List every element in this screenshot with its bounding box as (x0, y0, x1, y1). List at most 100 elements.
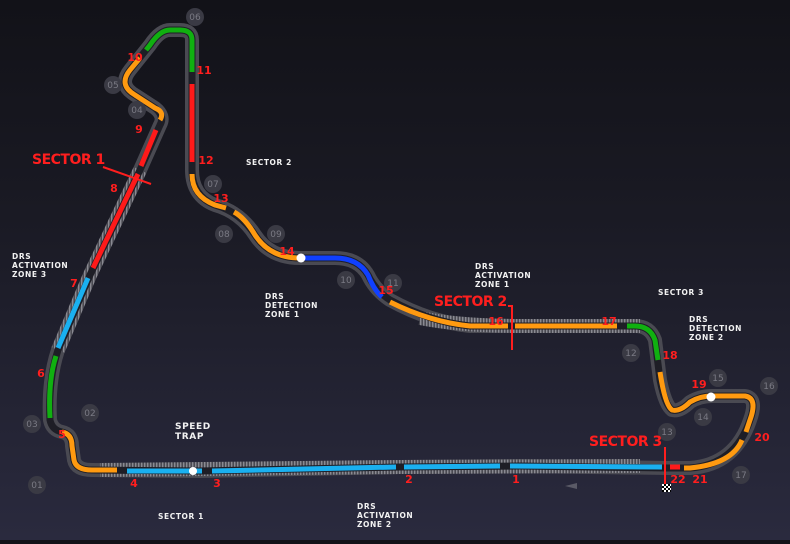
sector-1-zone-label: SECTOR 1 (158, 512, 204, 521)
corner-badge-text: 13 (661, 428, 672, 438)
corner-badge-text: 14 (697, 413, 709, 423)
corner-badge-text: 07 (207, 180, 218, 190)
corner-badge-text: 08 (218, 230, 230, 240)
finish-flag-icon (662, 484, 671, 492)
segment-cyan-t7 (55, 277, 91, 349)
segment-cyan-main-2 (403, 463, 501, 470)
corner-badge-circle (384, 274, 402, 292)
corner-badge-text: 09 (270, 230, 282, 240)
turn-number-13: 13 (213, 192, 228, 205)
turn-number-18: 18 (662, 349, 677, 362)
drs-activation-zone-1-label: DRS ACTIVATION ZONE 1 (475, 262, 532, 289)
turn-number-16: 16 (488, 315, 504, 328)
turn-number-2: 2 (405, 473, 413, 486)
corner-badge-circle (28, 476, 46, 494)
sector-2-title: SECTOR 2 (434, 294, 507, 310)
drs-activation-zone-2-label: DRS ACTIVATION ZONE 2 (357, 502, 414, 529)
sector-2-line (508, 305, 513, 350)
corner-badge-12: 12 (622, 344, 640, 362)
drs-activation-zone-3-label: DRS ACTIVATION ZONE 3 (12, 252, 69, 279)
corner-badge-13: 13 (658, 423, 676, 441)
sector-1-title: SECTOR 1 (32, 152, 105, 168)
corner-badge-text: 16 (763, 382, 775, 392)
segment-red-t9 (138, 129, 159, 167)
corner-badge-circle (760, 377, 778, 395)
corner-badge-circle (658, 423, 676, 441)
corner-badge-circle (23, 415, 41, 433)
direction-arrow-icon (565, 483, 577, 489)
segment-green-t18 (627, 323, 661, 361)
corner-badge-06: 06 (186, 8, 204, 26)
track-outline (42, 23, 761, 478)
segment-cyan-main-3 (211, 464, 397, 474)
turn-number-5: 5 (58, 428, 66, 441)
segment-orange-t10 (122, 56, 165, 122)
corner-badge-circle (709, 369, 727, 387)
corner-badge-text: 05 (107, 81, 118, 91)
corner-badge-05: 05 (104, 76, 122, 94)
turn-number-20: 20 (754, 431, 770, 444)
drs-detection-zone-1-label: DRS DETECTION ZONE 1 (265, 292, 319, 319)
corner-badge-text: 01 (31, 481, 42, 491)
corner-badge-circle (215, 225, 233, 243)
corner-badge-circle (81, 404, 99, 422)
turn-number-22: 22 (670, 473, 685, 486)
turn-number-8: 8 (110, 182, 118, 195)
turn-number-12: 12 (198, 154, 213, 167)
drs-detection-1-dot (296, 253, 306, 263)
corner-badge-text: 11 (387, 279, 398, 289)
corner-badge-02: 02 (81, 404, 99, 422)
turn-number-21: 21 (692, 473, 707, 486)
speed-trap-dot (189, 467, 197, 475)
sector-2-zone-label: SECTOR 2 (246, 158, 292, 167)
corner-badge-17: 17 (732, 466, 750, 484)
track-core (46, 26, 757, 475)
corner-badge-circle (128, 101, 146, 119)
turn-number-6: 6 (37, 367, 45, 380)
segment-orange-t21 (684, 438, 745, 471)
turn-number-14: 14 (279, 245, 295, 258)
corner-badge-01: 01 (28, 476, 46, 494)
corner-badge-14: 14 (694, 408, 712, 426)
segment-orange-t5 (61, 429, 117, 473)
corner-badge-16: 16 (760, 377, 778, 395)
corner-badge-circle (337, 271, 355, 289)
corner-badge-11: 11 (384, 274, 402, 292)
corner-badge-circle (622, 344, 640, 362)
turn-number-1: 1 (512, 473, 520, 486)
corner-badge-text: 06 (189, 13, 201, 23)
corner-badge-10: 10 (337, 271, 355, 289)
sector-1-line (102, 166, 152, 185)
corner-badge-15: 15 (709, 369, 727, 387)
turn-number-10: 10 (127, 51, 143, 64)
sector-3-zone-label: SECTOR 3 (658, 288, 704, 297)
corner-badge-circle (694, 408, 712, 426)
corner-badge-circle (267, 225, 285, 243)
segment-orange-t19 (657, 371, 713, 413)
segment-red-t8 (90, 172, 141, 270)
corner-badge-03: 03 (23, 415, 41, 433)
segment-orange-t16 (388, 299, 508, 329)
corner-badge-text: 02 (84, 409, 95, 419)
corner-badge-08: 08 (215, 225, 233, 243)
corner-badge-text: 15 (712, 374, 723, 384)
corner-badge-text: 04 (131, 106, 143, 116)
corner-badge-circle (732, 466, 750, 484)
sector-3-title: SECTOR 3 (589, 434, 662, 450)
segment-green-t11 (144, 27, 195, 72)
turn-number-19: 19 (691, 378, 706, 391)
segment-green-t6 (47, 355, 59, 419)
turn-number-11: 11 (196, 64, 211, 77)
drs-detection-2-dot (706, 392, 716, 402)
corner-badge-text: 17 (735, 471, 746, 481)
corner-badge-09: 09 (267, 225, 285, 243)
corner-badge-text: 10 (340, 276, 352, 286)
segment-orange-t14 (232, 209, 301, 261)
turn-number-17: 17 (601, 315, 616, 328)
segment-orange-t20 (712, 393, 756, 433)
turn-number-9: 9 (135, 123, 143, 136)
segment-cyan-main-1 (509, 463, 663, 470)
corner-badge-text: 03 (26, 420, 37, 430)
turn-number-3: 3 (213, 477, 221, 490)
